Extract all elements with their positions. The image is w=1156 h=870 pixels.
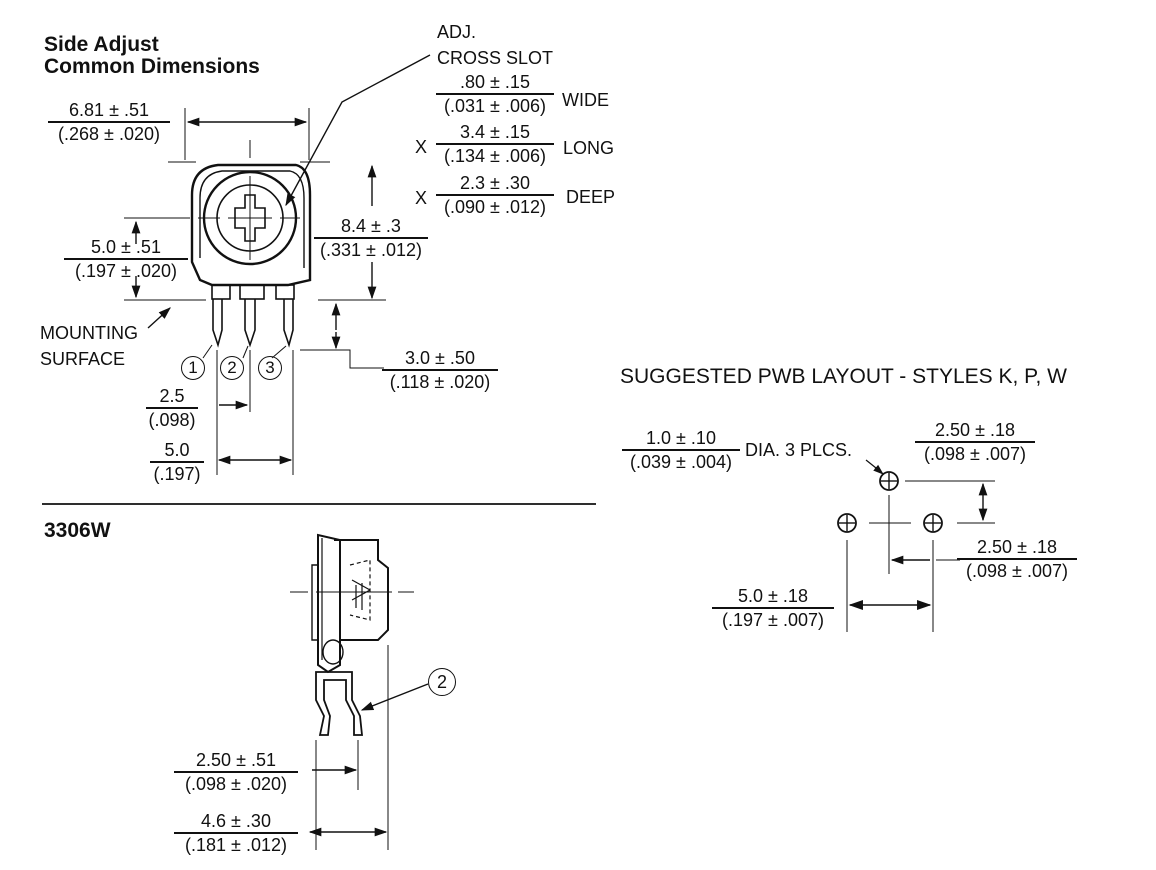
vertical-pitch-dim: 2.50 ± .18 (.098 ± .007) [915,420,1035,464]
hole-dim: 1.0 ± .10 (.039 ± .004) [622,428,740,472]
dim-value: 2.50 ± .18 [977,537,1057,557]
hole-span-dim: 5.0 ± .18 (.197 ± .007) [712,586,834,630]
slot-long-suffix: LONG [563,138,615,158]
mounting-label: MOUNTING [40,323,138,343]
pin-number: 2 [436,672,447,692]
dim-inch: (.197 ± .007) [722,610,824,630]
offset-dim: 2.50 ± .51 (.098 ± .020) [174,750,298,794]
dim-value: 2.50 ± .51 [196,750,276,770]
dim-inch: (.197) [153,464,201,484]
section-title: Side Adjust [44,33,159,56]
dim-value: 5.0 ± .51 [91,237,161,257]
slot-deep-dim: 2.3 ± .30 (.090 ± .012) [436,173,554,217]
dim-inch: (.181 ± .012) [185,835,287,855]
depth-dim: 4.6 ± .30 (.181 ± .012) [174,811,298,855]
dim-inch: (.118 ± .020) [389,372,491,392]
width-dim: 6.81 ± .51 (.268 ± .020) [48,100,170,144]
pin-number: 1 [188,358,198,377]
dim-inch: (.098 ± .007) [924,444,1026,464]
slot-wide-suffix: WIDE [562,90,609,110]
pin-1-callout: 1 [181,356,205,380]
span-dim: 5.0 (.197) [150,440,204,484]
w3306-side-view [290,533,414,736]
dim-value: 8.4 ± .3 [341,216,401,236]
dim-value: 5.0 ± .18 [738,586,808,606]
dim-value: 2.5 [159,386,185,406]
dim-inch: (.197 ± .020) [75,261,177,281]
pin-length-dim: 3.0 ± .50 (.118 ± .020) [382,348,498,392]
dim-value: 2.3 ± .30 [460,173,530,193]
dim-inch: (.268 ± .020) [58,124,160,144]
section-subtitle: Common Dimensions [44,55,260,78]
dim-inch: (.039 ± .004) [630,452,732,472]
slot-long-prefix: X [415,137,428,157]
pwb-holes [837,471,943,533]
pin-2-callout: 2 [220,356,244,380]
dim-value: 6.81 ± .51 [69,100,149,120]
adj-label: ADJ. [437,22,477,42]
dim-inch: (.331 ± .012) [320,240,422,260]
dim-inch: (.098 ± .007) [966,561,1068,581]
dim-value: 3.4 ± .15 [460,122,530,142]
dim-inch: (.134 ± .006) [444,146,546,166]
dim-value: .80 ± .15 [460,72,530,92]
pin-2-side-callout: 2 [428,668,456,696]
hole-dim-suffix: DIA. 3 PLCS. [745,440,853,460]
pin-number: 3 [265,358,275,377]
dim-value: 3.0 ± .50 [405,348,475,368]
pwb-title: SUGGESTED PWB LAYOUT - STYLES K, P, W [620,365,1067,388]
dim-inch: (.098) [148,410,196,430]
pin-number: 2 [227,358,237,377]
horizontal-pitch-dim: 2.50 ± .18 (.098 ± .007) [957,537,1077,581]
dim-value: 4.6 ± .30 [201,811,271,831]
model-title: 3306W [44,519,111,542]
trimmer-front-view [168,140,330,348]
dim-inch: (.090 ± .012) [444,197,546,217]
height-dim: 8.4 ± .3 (.331 ± .012) [314,216,428,260]
slot-deep-prefix: X [415,188,428,208]
dim-value: 5.0 [164,440,190,460]
slot-deep-suffix: DEEP [566,187,616,207]
center-dim: 5.0 ± .51 (.197 ± .020) [64,237,188,281]
dim-value: 1.0 ± .10 [646,428,716,448]
pitch-dim: 2.5 (.098) [146,386,198,430]
dim-inch: (.031 ± .006) [444,96,546,116]
pin-3-callout: 3 [258,356,282,380]
dim-value: 2.50 ± .18 [935,420,1015,440]
surface-label: SURFACE [40,349,126,369]
slot-wide-dim: .80 ± .15 (.031 ± .006) [436,72,554,116]
slot-long-dim: 3.4 ± .15 (.134 ± .006) [436,122,554,166]
cross-slot-label: CROSS SLOT [437,48,554,68]
dim-inch: (.098 ± .020) [185,774,287,794]
